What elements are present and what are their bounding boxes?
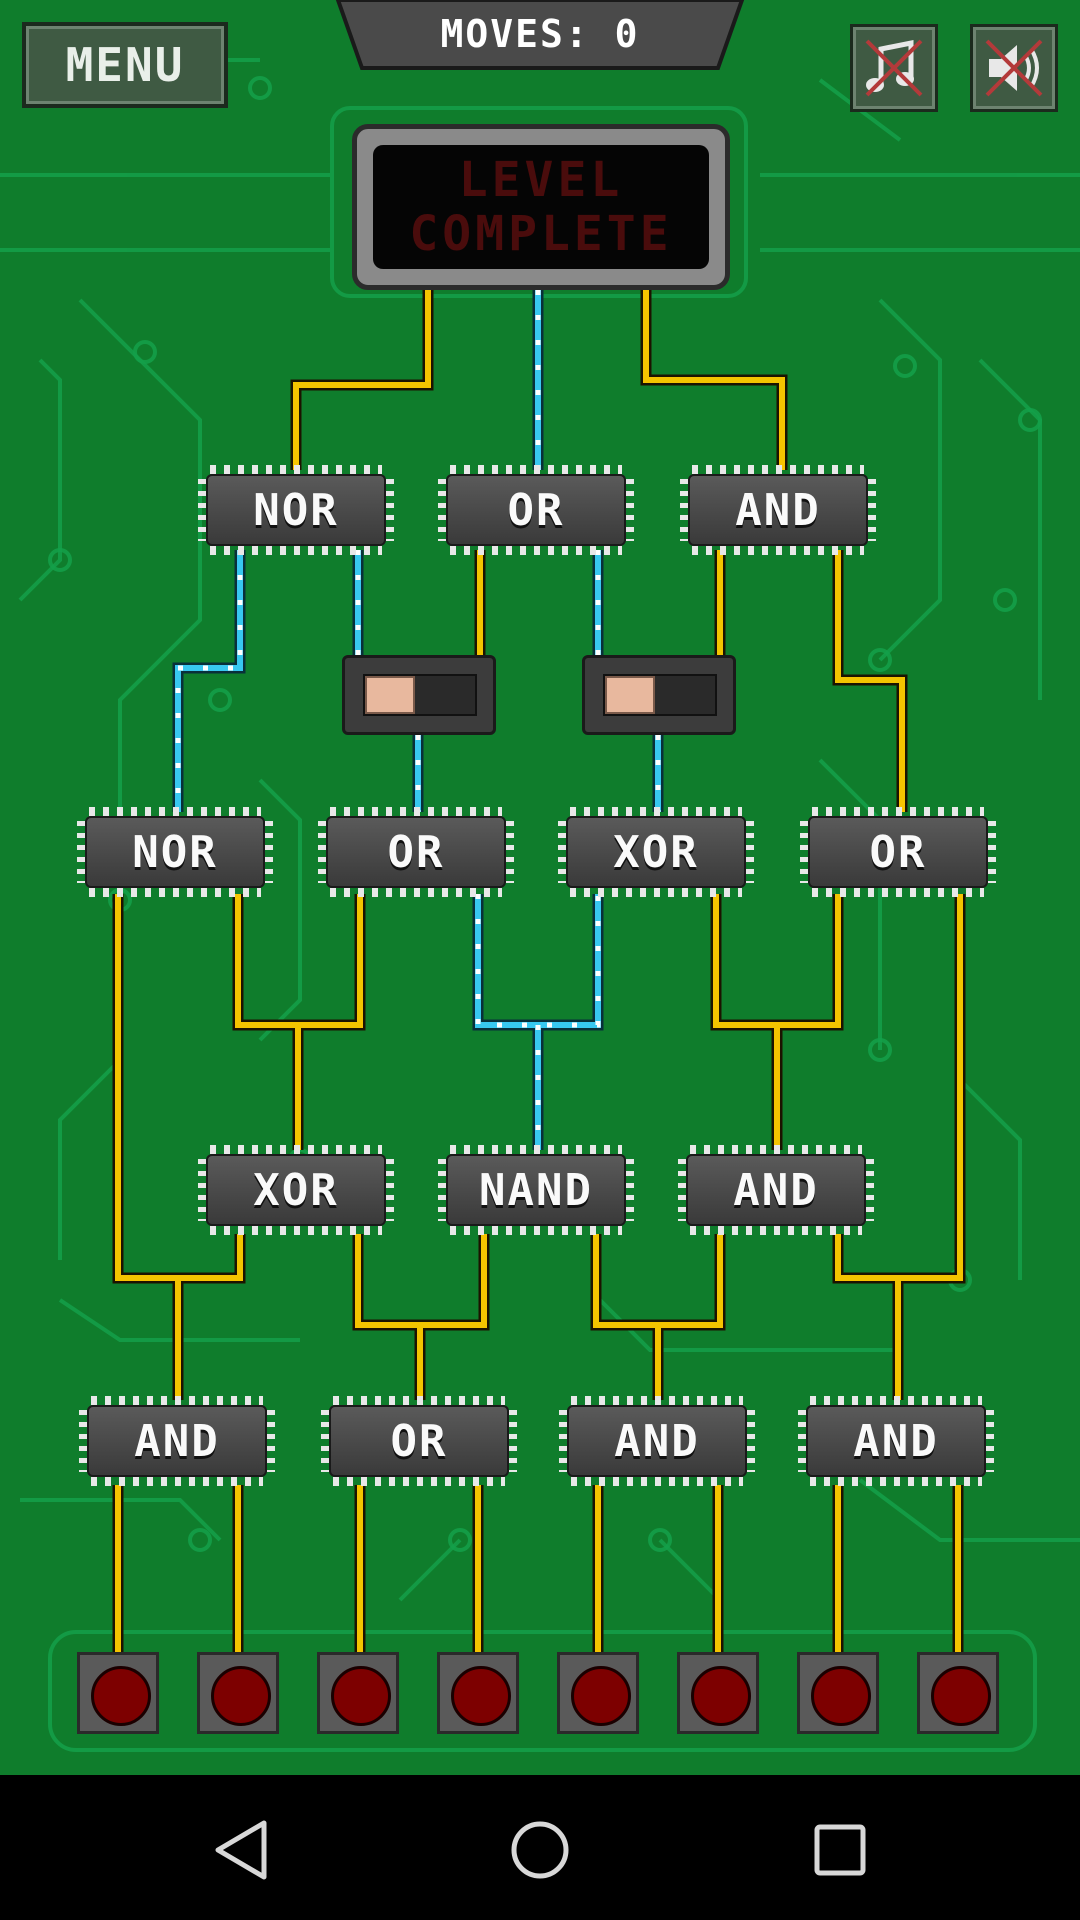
gate-label: NOR: [85, 816, 265, 888]
input-button-1[interactable]: [77, 1652, 159, 1734]
input-light: [91, 1666, 151, 1726]
input-light: [211, 1666, 271, 1726]
gate-label: OR: [808, 816, 988, 888]
input-button-8[interactable]: [917, 1652, 999, 1734]
gate-r3-3: AND: [678, 1145, 874, 1235]
moves-counter: MOVES: 0: [440, 12, 640, 56]
input-button-3[interactable]: [317, 1652, 399, 1734]
music-toggle-button[interactable]: [850, 24, 938, 112]
system-nav-bar: [0, 1775, 1080, 1920]
gate-r4-4: AND: [798, 1396, 994, 1486]
music-muted-icon: [865, 39, 923, 97]
switch-knob: [605, 676, 655, 714]
back-triangle-icon: [215, 1820, 267, 1880]
toggle-switch-1[interactable]: [342, 655, 496, 735]
gate-r3-2: NAND: [438, 1145, 634, 1235]
switch-track: [363, 674, 477, 716]
gate-r4-2: OR: [321, 1396, 517, 1486]
input-button-4[interactable]: [437, 1652, 519, 1734]
gate-label: OR: [329, 1405, 509, 1477]
gate-r1-1: NOR: [198, 465, 394, 555]
sound-toggle-button[interactable]: [970, 24, 1058, 112]
input-button-7[interactable]: [797, 1652, 879, 1734]
recents-square-icon: [814, 1824, 866, 1876]
input-light: [571, 1666, 631, 1726]
gate-r1-2: OR: [438, 465, 634, 555]
gate-label: NAND: [446, 1154, 626, 1226]
circuit-traces: [0, 58, 1080, 1752]
gate-r2-3: XOR: [558, 807, 754, 897]
gate-label: NOR: [206, 474, 386, 546]
input-light: [931, 1666, 991, 1726]
gate-label: OR: [446, 474, 626, 546]
back-button[interactable]: [206, 1815, 276, 1885]
input-light: [331, 1666, 391, 1726]
input-button-5[interactable]: [557, 1652, 639, 1734]
gate-label: AND: [688, 474, 868, 546]
home-circle-icon: [511, 1821, 569, 1879]
input-light: [811, 1666, 871, 1726]
gate-label: AND: [806, 1405, 986, 1477]
switch-track: [603, 674, 717, 716]
gate-label: AND: [567, 1405, 747, 1477]
gate-label: AND: [87, 1405, 267, 1477]
gate-r2-2: OR: [318, 807, 514, 897]
gate-r2-1: NOR: [77, 807, 273, 897]
display-line-2: COMPLETE: [409, 206, 673, 262]
input-button-6[interactable]: [677, 1652, 759, 1734]
moves-banner: [335, 0, 745, 70]
home-button[interactable]: [505, 1815, 575, 1885]
input-light: [451, 1666, 511, 1726]
gate-label: OR: [326, 816, 506, 888]
input-light: [691, 1666, 751, 1726]
display-line-1: LEVEL: [458, 152, 624, 208]
gate-r4-1: AND: [79, 1396, 275, 1486]
level-status-display: LEVEL COMPLETE: [352, 124, 730, 290]
gate-r3-1: XOR: [198, 1145, 394, 1235]
recents-button[interactable]: [805, 1815, 875, 1885]
gate-label: XOR: [206, 1154, 386, 1226]
menu-button[interactable]: MENU: [22, 22, 228, 108]
gate-r2-4: OR: [800, 807, 996, 897]
gate-r1-3: AND: [680, 465, 876, 555]
toggle-switch-2[interactable]: [582, 655, 736, 735]
gate-label: XOR: [566, 816, 746, 888]
gate-r4-3: AND: [559, 1396, 755, 1486]
sound-muted-icon: [985, 39, 1043, 97]
gate-label: AND: [686, 1154, 866, 1226]
input-button-2[interactable]: [197, 1652, 279, 1734]
switch-knob: [365, 676, 415, 714]
